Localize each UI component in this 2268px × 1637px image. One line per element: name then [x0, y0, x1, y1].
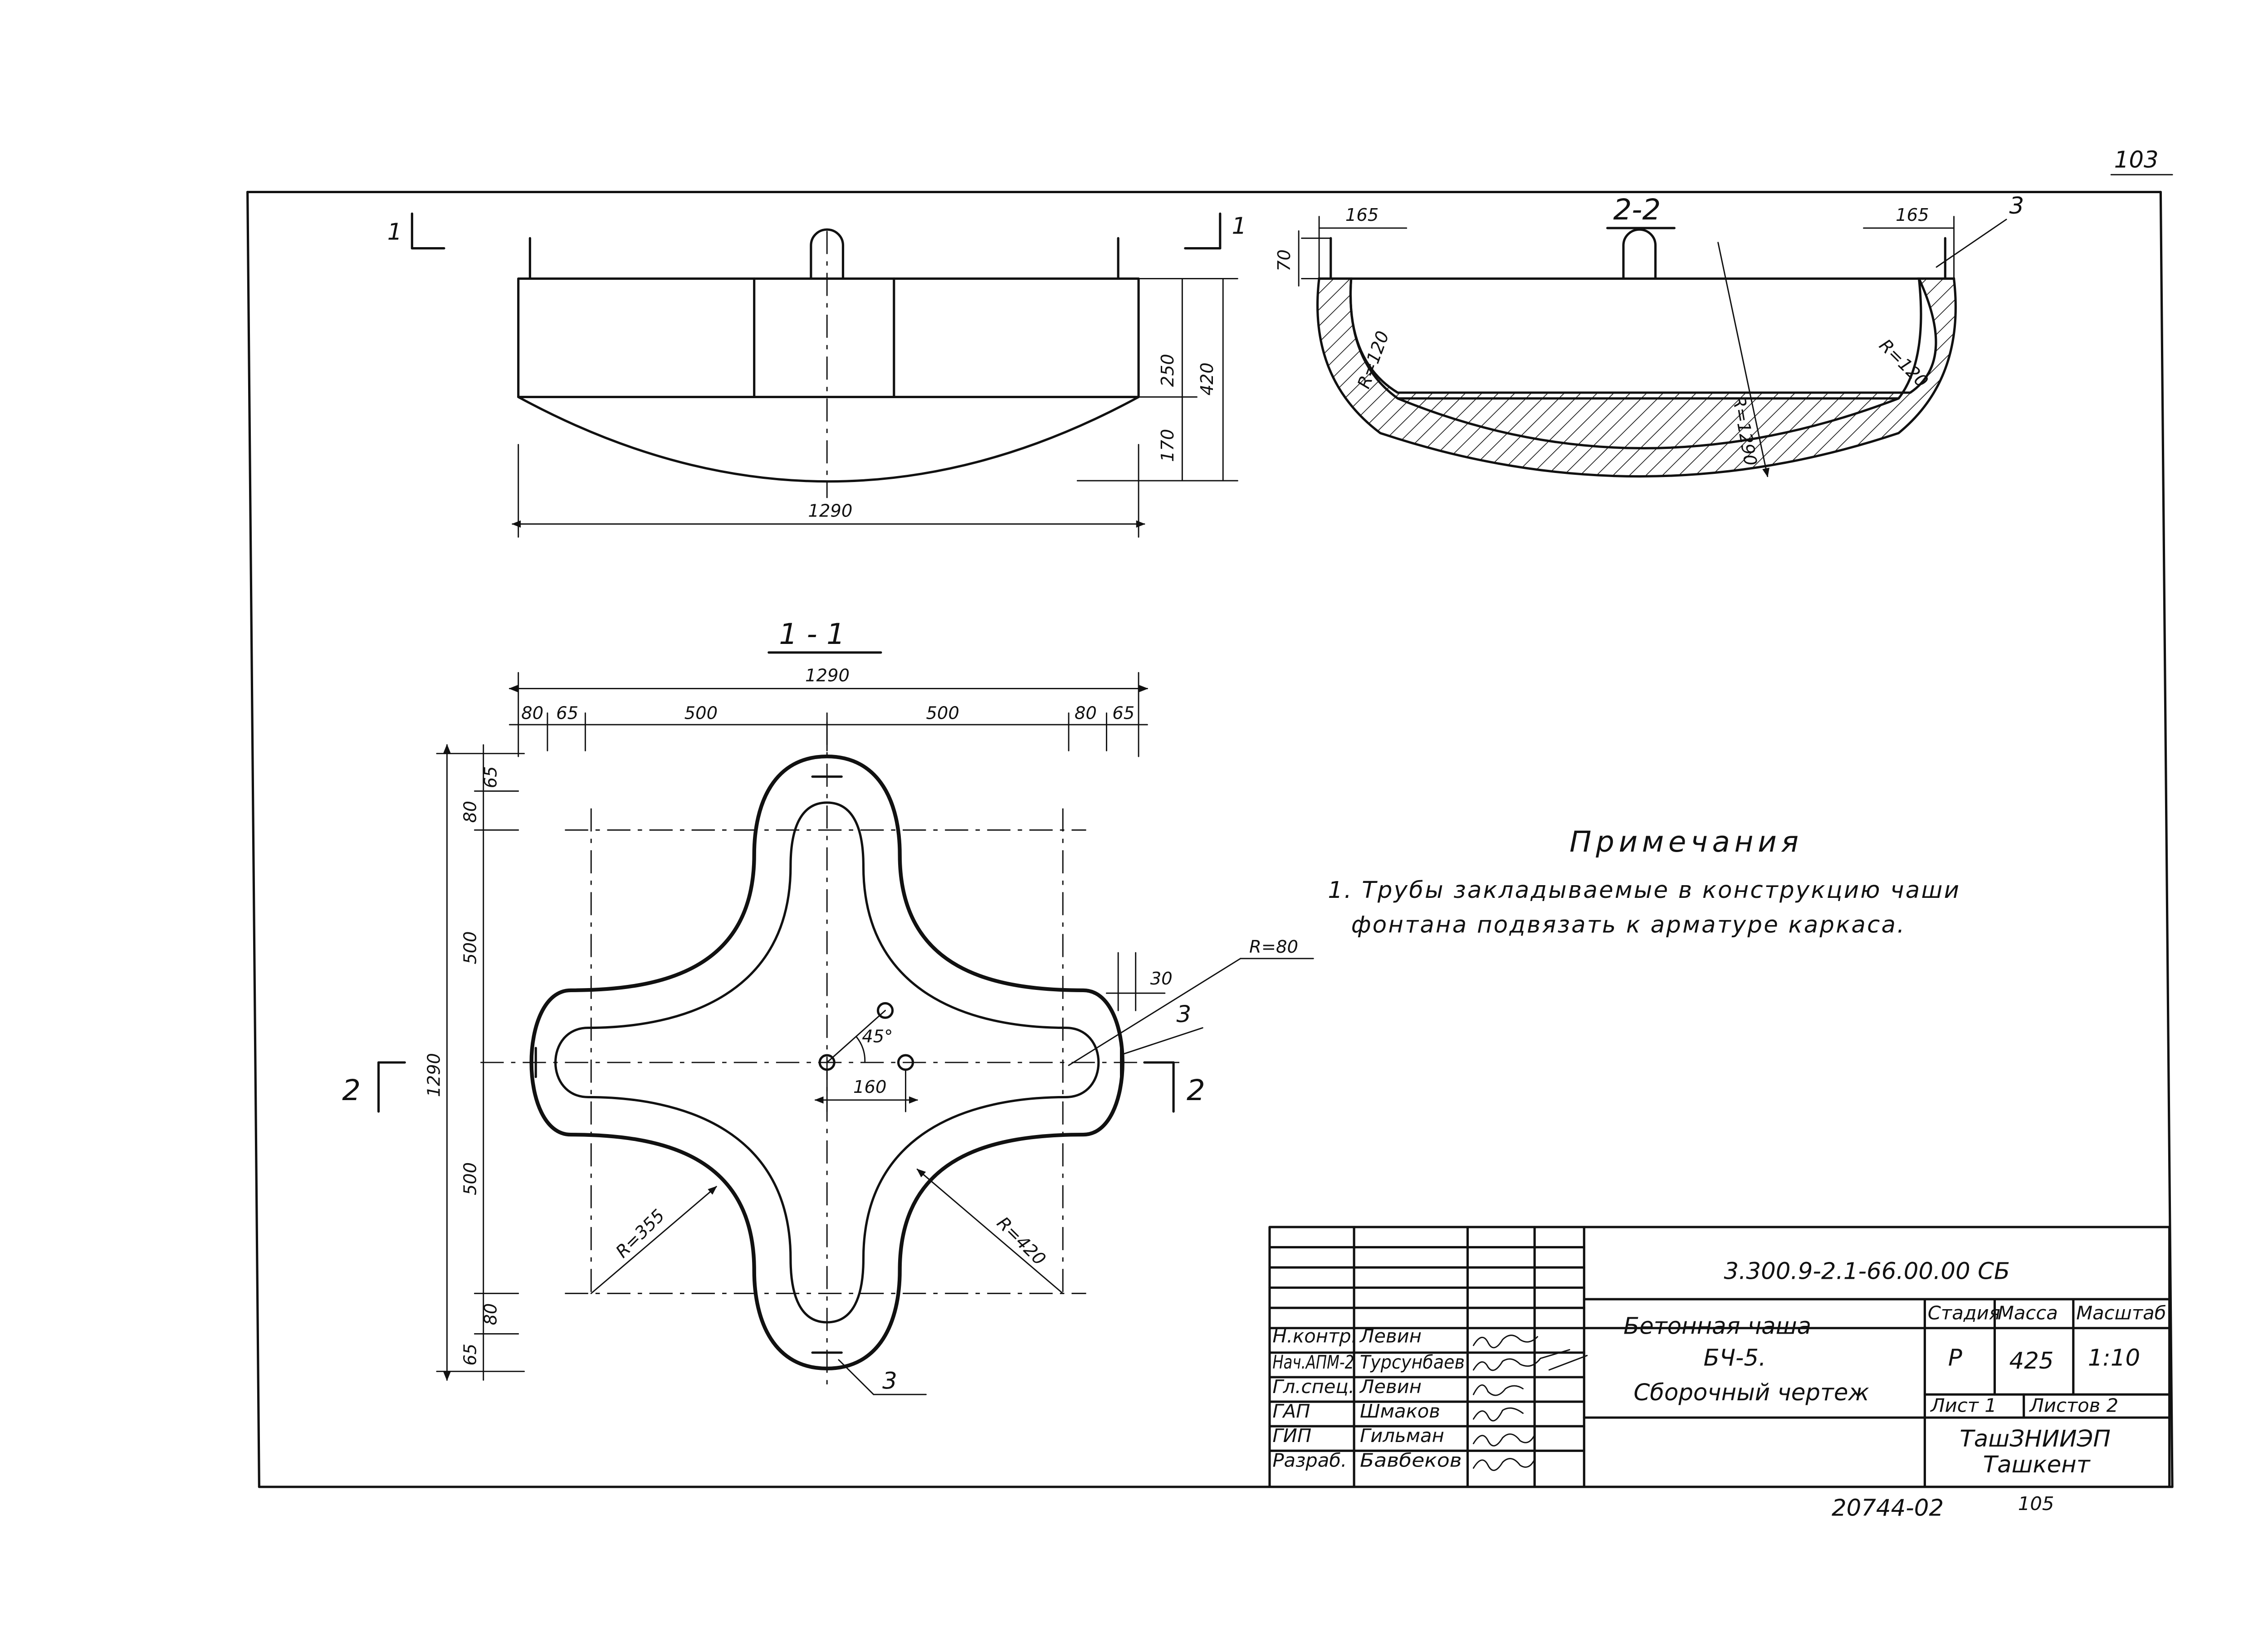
rim-dim: 70: [1274, 249, 1295, 272]
staff-role: ГИП: [1272, 1424, 1311, 1447]
notes-line-1: 1. Трубы закладываемые в конструкцию чаш…: [1328, 877, 1960, 904]
left-dim-65-top: 65: [480, 766, 501, 789]
staff-name: Левин: [1359, 1325, 1422, 1347]
bottom-page: 105: [2018, 1492, 2054, 1515]
top-dim-4: 500: [926, 703, 959, 723]
scale-header: Масштаб: [2076, 1302, 2166, 1324]
cut-marker-left: 1: [387, 219, 402, 246]
cut-marker-right: 1: [1232, 213, 1247, 240]
document-code: 3.300.9-2.1-66.00.00 СБ: [1724, 1258, 2010, 1285]
section-marker-right: 2: [1187, 1074, 1205, 1107]
staff-name: Турсунбаев: [1360, 1351, 1465, 1373]
staff-rows: Н.контр. Левин Нач.АПМ-2 Турсунбаев Гл.с…: [1272, 1325, 1465, 1471]
left-dim-500-bottom: 500: [460, 1162, 480, 1195]
plan-width-dim: 1290: [805, 666, 850, 686]
edge-left-dim: 165: [1345, 205, 1378, 225]
radius-right-label: R=120: [1875, 335, 1932, 392]
top-width-dim: 1290: [808, 501, 852, 521]
plan-title: 1 - 1: [779, 618, 845, 651]
left-dim-80-top: 80: [460, 801, 480, 823]
angle-label: 45°: [862, 1027, 893, 1047]
height-lower-dim: 170: [1158, 429, 1178, 462]
staff-role: ГАП: [1272, 1400, 1310, 1422]
doc-name-line-3: Сборочный чертеж: [1633, 1379, 1869, 1406]
left-dim-500-top: 500: [460, 931, 480, 965]
stage-header: Стадия: [1928, 1302, 2000, 1324]
doc-name-line-1: Бетонная чаша: [1623, 1313, 1811, 1340]
left-dim-65-bottom: 65: [460, 1344, 480, 1366]
staff-role: Нач.АПМ-2: [1272, 1351, 1354, 1373]
staff-name: Шмаков: [1360, 1400, 1440, 1422]
page-number: 103: [2114, 146, 2159, 173]
section-callout: 3: [2009, 193, 2024, 219]
staff-role: Н.контр.: [1272, 1325, 1357, 1347]
stage-value: Р: [1948, 1345, 1962, 1372]
section-2-2-title: 2-2: [1613, 193, 1661, 227]
height-total-dim: 420: [1197, 362, 1217, 395]
notes-block: Примечания 1. Трубы закладываемые в конс…: [1328, 825, 1960, 939]
top-dim-1: 80: [521, 703, 543, 723]
edge-right-dim: 165: [1896, 205, 1929, 225]
doc-name-line-2: БЧ-5.: [1703, 1345, 1766, 1372]
org-line-1: ТашЗНИИЭП: [1960, 1426, 2111, 1452]
notes-line-2: фонтана подвязать к арматуре каркаса.: [1351, 912, 1906, 939]
top-dim-3: 500: [684, 703, 718, 723]
org-line-2: Ташкент: [1983, 1452, 2091, 1478]
staff-role: Разраб.: [1272, 1449, 1347, 1471]
mass-value: 425: [2009, 1348, 2054, 1374]
spacing-160-dim: 160: [853, 1077, 886, 1097]
plan-callout-right: 3: [1177, 1001, 1192, 1028]
left-dim-80-bottom: 80: [480, 1303, 501, 1325]
title-block: 3.300.9-2.1-66.00.00 СБ Бетонная чаша БЧ…: [1268, 1226, 2171, 1488]
staff-role: Гл.спец.: [1272, 1375, 1354, 1398]
plan-callout-bottom: 3: [882, 1368, 897, 1395]
top-dim-6: 65: [1112, 703, 1134, 723]
staff-name: Бавбеков: [1360, 1449, 1462, 1471]
bottom-code: 20744-02: [1832, 1495, 1944, 1522]
staff-name: Гильман: [1360, 1424, 1444, 1447]
top-elevation-view: 1 1 1290 250 420 170: [387, 212, 1247, 538]
radius-r80-label: R=80: [1249, 937, 1298, 957]
height-upper-dim: 250: [1158, 354, 1178, 387]
top-dim-5: 80: [1075, 703, 1097, 723]
notes-title: Примечания: [1569, 825, 1803, 859]
staff-name: Левин: [1359, 1375, 1422, 1398]
plan-height-dim: 1290: [424, 1053, 444, 1097]
section-marker-left: 2: [342, 1074, 361, 1107]
sheet-label: Лист 1: [1930, 1394, 1997, 1417]
section-2-2-view: 2-2 R=1290 R=120 R=120 165 165 70 3: [1274, 193, 2024, 477]
sheets-label: Листов 2: [2028, 1394, 2118, 1417]
plan-1-1-view: 1 - 1 45° 160 2 2: [342, 618, 1314, 1395]
signature-marks: [1472, 1335, 1588, 1471]
top-dim-2: 65: [556, 703, 578, 723]
dim-30: 30: [1150, 969, 1173, 989]
scale-value: 1:10: [2088, 1345, 2140, 1372]
mass-header: Масса: [1998, 1302, 2058, 1324]
